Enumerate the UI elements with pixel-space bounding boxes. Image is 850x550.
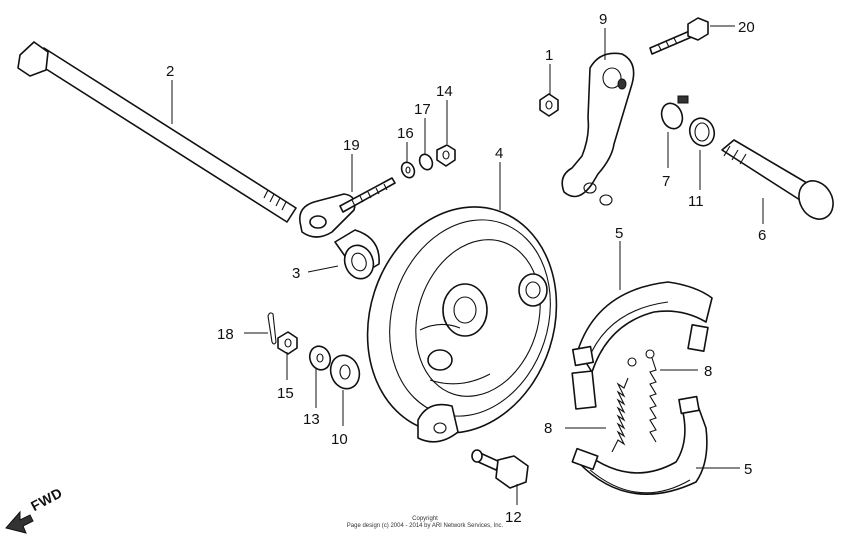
callout-1: 1 — [545, 47, 553, 64]
spring-part-8-right[interactable] — [645, 349, 657, 443]
callout-14: 14 — [436, 83, 453, 100]
callout-19: 19 — [343, 137, 360, 154]
brake-panel-part-4[interactable] — [339, 182, 585, 458]
brake-shoe-lower-part-5[interactable] — [571, 395, 708, 495]
copyright-line-2: Page design (c) 2004 - 2014 by ARI Netwo… — [346, 523, 504, 529]
callout-11: 11 — [688, 193, 704, 210]
bolt-part-20[interactable] — [649, 17, 709, 55]
brake-arm-part-9[interactable] — [561, 52, 635, 206]
callout-2: 2 — [166, 63, 174, 80]
copyright-line-1: Copyright — [412, 516, 438, 522]
callout-9: 9 — [599, 11, 607, 28]
nut-part-14[interactable] — [436, 144, 456, 167]
seal-part-11[interactable] — [686, 115, 718, 150]
fwd-arrow-icon — [5, 510, 34, 534]
callout-5-lower: 5 — [744, 461, 752, 478]
callout-6: 6 — [758, 227, 766, 244]
brake-cam-part-6[interactable] — [721, 139, 840, 225]
callout-20: 20 — [738, 19, 755, 36]
cotter-pin-part-18[interactable] — [267, 312, 277, 345]
callout-labels: 2 19 16 17 14 4 1 9 20 7 11 6 5 3 18 15 … — [166, 11, 766, 526]
washer-part-17[interactable] — [417, 152, 435, 172]
washer-part-16[interactable] — [399, 160, 417, 180]
nut-part-1[interactable] — [539, 93, 559, 117]
collar-part-3[interactable] — [334, 229, 380, 283]
washer-part-13[interactable] — [306, 343, 333, 372]
adjuster-bolt-part-19[interactable] — [298, 177, 396, 238]
axle-part-2[interactable] — [17, 41, 297, 223]
callout-8-right: 8 — [704, 363, 712, 380]
callout-18: 18 — [217, 326, 234, 343]
callout-4: 4 — [495, 145, 503, 162]
callout-5-upper: 5 — [615, 225, 623, 242]
callout-12: 12 — [505, 509, 522, 526]
callout-15: 15 — [277, 385, 294, 402]
callout-16: 16 — [397, 125, 414, 142]
leader-lines — [171, 25, 764, 505]
callout-13: 13 — [303, 411, 320, 428]
seal-part-10[interactable] — [326, 351, 364, 393]
callout-10: 10 — [331, 431, 348, 448]
callout-3: 3 — [292, 265, 300, 282]
spring-part-8-left[interactable] — [611, 357, 637, 453]
copyright-notice: Copyright Page design (c) 2004 - 2014 by… — [0, 516, 850, 530]
callout-8-left: 8 — [544, 420, 552, 437]
brake-shoe-upper-part-5[interactable] — [571, 281, 713, 410]
indicator-plate-part-7[interactable] — [658, 95, 689, 132]
callout-17: 17 — [414, 101, 431, 118]
pivot-bolt-part-12[interactable] — [471, 449, 529, 489]
nut-part-15[interactable] — [277, 331, 298, 355]
callout-7: 7 — [662, 173, 670, 190]
